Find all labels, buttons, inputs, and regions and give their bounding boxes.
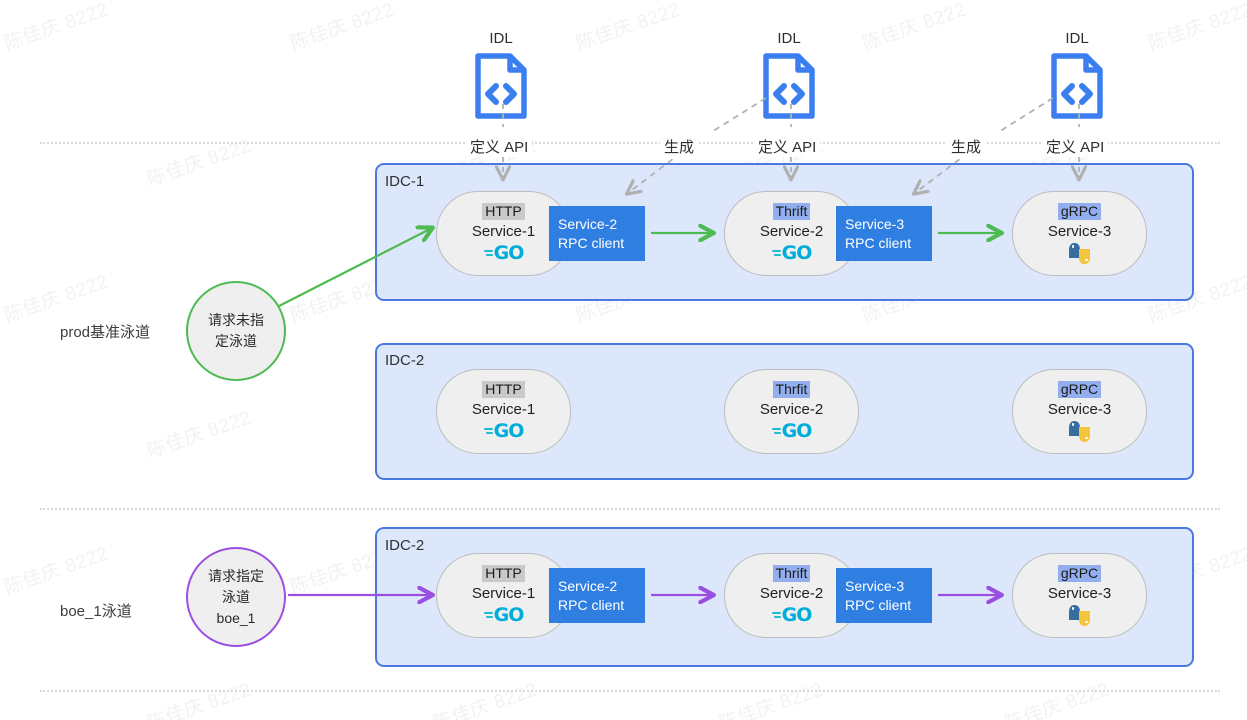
entry-circle-boe-1[interactable]: 请求指定 泳道 boe_1 [186, 547, 286, 647]
lane-label-prod: prod基准泳道 [60, 324, 151, 341]
idc-title: IDC-1 [385, 173, 425, 190]
service-name: Service-1 [471, 223, 536, 241]
rpc-client-line-2: RPC client [845, 234, 912, 251]
entry-circle-line-2: 泳道 [222, 588, 250, 605]
python-logo-icon [1069, 604, 1090, 626]
protocol-badge: gRPC [1057, 202, 1102, 221]
protocol-badge: HTTP [482, 202, 525, 221]
idl-node-2[interactable]: IDL [762, 30, 816, 119]
watermark-text: 陈佳庆 8222 [1002, 679, 1113, 720]
service-node-idc2prod-service-1[interactable]: HTTP Service-1 GO [436, 369, 571, 454]
watermark-text: 陈佳庆 8222 [859, 0, 970, 55]
go-logo-icon: GO [771, 420, 812, 442]
watermark-text: 陈佳庆 8222 [1145, 0, 1247, 55]
idl-label: IDL [777, 30, 801, 47]
go-logo-icon: GO [483, 420, 524, 442]
edge-caption-define-api-3: 定义 API [1042, 136, 1109, 157]
protocol-badge: Thrfit [772, 380, 811, 399]
service-node-idc2boe-service-1[interactable]: HTTP Service-1 GO [436, 553, 571, 638]
watermark-text: 陈佳庆 8222 [144, 135, 255, 191]
idl-node-1[interactable]: IDL [474, 30, 528, 119]
entry-circle-line-2: 定泳道 [215, 333, 257, 349]
python-logo-icon [1069, 242, 1090, 264]
watermark-text: 陈佳庆 8222 [287, 0, 398, 55]
service-node-idc2prod-service-2[interactable]: Thrfit Service-2 GO [724, 369, 859, 454]
rpc-client-line-2: RPC client [845, 596, 912, 613]
idc-title: IDC-2 [385, 537, 425, 554]
lane-separator-middle [40, 508, 1220, 510]
go-logo-icon: GO [483, 604, 524, 626]
service-name: Service-3 [1047, 401, 1112, 419]
idl-node-3[interactable]: IDL [1050, 30, 1104, 119]
edge-caption-generate-1: 生成 [660, 136, 699, 157]
idl-label: IDL [489, 30, 513, 47]
service-name: Service-2 [759, 401, 824, 419]
rpc-client-box-service-2-boe[interactable]: Service-2 RPC client [549, 568, 645, 623]
rpc-client-line-2: RPC client [558, 596, 625, 613]
go-logo-icon: GO [771, 242, 812, 264]
idc-title: IDC-2 [385, 352, 425, 369]
protocol-badge: gRPC [1057, 564, 1102, 583]
watermark-text: 陈佳庆 8222 [144, 407, 255, 463]
go-logo-icon: GO [771, 604, 812, 626]
service-name: Service-3 [1047, 223, 1112, 241]
watermark-text: 陈佳庆 8222 [144, 679, 255, 720]
code-file-icon [475, 53, 527, 119]
watermark-text: 陈佳庆 8222 [1, 543, 112, 599]
protocol-badge: HTTP [482, 564, 525, 583]
rpc-client-line-1: Service-2 [558, 215, 618, 232]
protocol-badge: Thrift [772, 202, 811, 221]
code-file-icon [763, 53, 815, 119]
service-name: Service-2 [759, 223, 824, 241]
edge-caption-define-api-2: 定义 API [754, 136, 821, 157]
entry-circle-prod[interactable]: 请求未指 定泳道 [186, 281, 286, 381]
protocol-badge: gRPC [1057, 380, 1102, 399]
rpc-client-line-1: Service-3 [845, 577, 905, 594]
rpc-client-box-service-2[interactable]: Service-2 RPC client [549, 206, 645, 261]
code-file-icon [1051, 53, 1103, 119]
entry-circle-line-3: boe_1 [216, 609, 256, 626]
service-node-idc2boe-service-3[interactable]: gRPC Service-3 [1012, 553, 1147, 638]
service-node-idc2prod-service-3[interactable]: gRPC Service-3 [1012, 369, 1147, 454]
go-logo-icon: GO [483, 242, 524, 264]
idl-label: IDL [1065, 30, 1089, 47]
lane-separator-top [40, 142, 1220, 144]
rpc-client-box-service-3[interactable]: Service-3 RPC client [836, 206, 932, 261]
python-logo-icon [1069, 420, 1090, 442]
service-node-idc1-service-1[interactable]: HTTP Service-1 GO [436, 191, 571, 276]
service-name: Service-2 [759, 585, 824, 603]
service-node-idc1-service-3[interactable]: gRPC Service-3 [1012, 191, 1147, 276]
protocol-badge: Thrift [772, 564, 811, 583]
rpc-client-line-2: RPC client [558, 234, 625, 251]
watermark-text: 陈佳庆 8222 [1, 271, 112, 327]
edge-caption-define-api-1: 定义 API [466, 136, 533, 157]
protocol-badge: HTTP [482, 380, 525, 399]
service-name: Service-3 [1047, 585, 1112, 603]
lane-label-boe-1: boe_1泳道 [60, 603, 132, 620]
watermark-text: 陈佳庆 8222 [430, 679, 541, 720]
rpc-client-line-1: Service-3 [845, 215, 905, 232]
watermark-text: 陈佳庆 8222 [1, 0, 112, 55]
rpc-client-box-service-3-boe[interactable]: Service-3 RPC client [836, 568, 932, 623]
watermark-text: 陈佳庆 8222 [573, 0, 684, 55]
service-name: Service-1 [471, 401, 536, 419]
edge-caption-generate-2: 生成 [947, 136, 986, 157]
entry-circle-line-1: 请求指定 [208, 567, 264, 584]
lane-separator-bottom [40, 690, 1220, 692]
service-name: Service-1 [471, 585, 536, 603]
watermark-text: 陈佳庆 8222 [716, 679, 827, 720]
entry-circle-line-1: 请求未指 [208, 312, 264, 328]
rpc-client-line-1: Service-2 [558, 577, 618, 594]
